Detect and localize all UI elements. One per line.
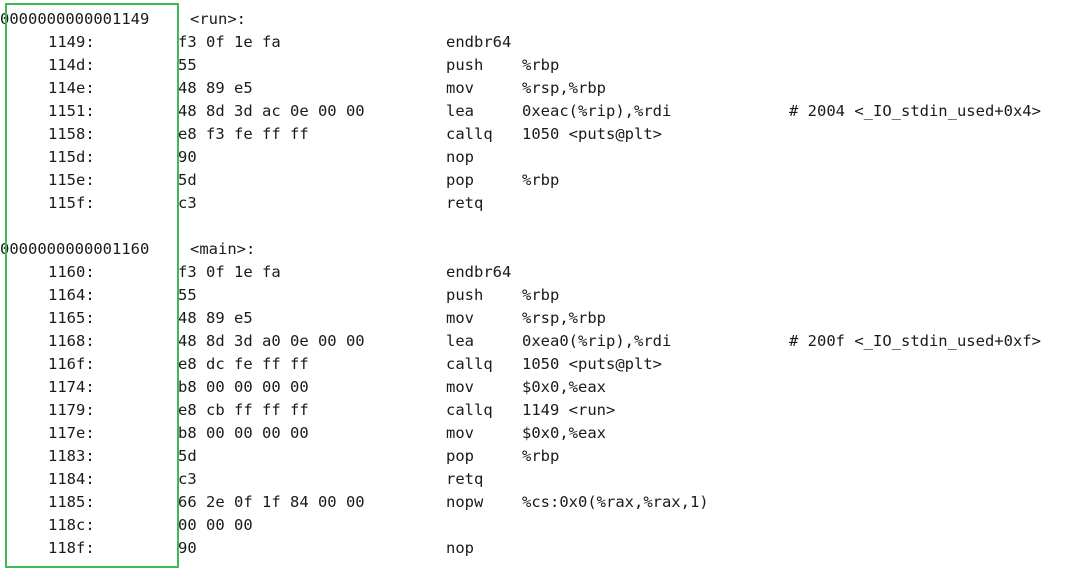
instruction-mnemonic: callq — [446, 125, 493, 143]
instruction-address: 1168: — [48, 332, 95, 350]
instruction-comment: # 200f <_IO_stdin_used+0xf> — [789, 332, 1041, 350]
instruction-mnemonic: lea — [446, 332, 474, 350]
instruction-mnemonic: push — [446, 56, 484, 74]
instruction-address: 1185: — [48, 493, 95, 511]
instruction-operands: %rbp — [522, 56, 560, 74]
instruction-mnemonic: pop — [446, 171, 474, 189]
instruction-address: 118f: — [48, 539, 95, 557]
instruction-mnemonic: endbr64 — [446, 263, 512, 281]
instruction-mnemonic: retq — [446, 470, 484, 488]
function-address: 0000000000001149 — [0, 10, 150, 28]
instruction-mnemonic: lea — [446, 102, 474, 120]
instruction-operands: %rbp — [522, 171, 560, 189]
instruction-bytes: b8 00 00 00 00 — [178, 424, 309, 442]
instruction-mnemonic: mov — [446, 309, 474, 327]
instruction-mnemonic: retq — [446, 194, 484, 212]
instruction-bytes: 5d — [178, 171, 197, 189]
instruction-operands: $0x0,%eax — [522, 424, 606, 442]
instruction-bytes: 55 — [178, 56, 197, 74]
instruction-mnemonic: mov — [446, 424, 474, 442]
instruction-address: 1165: — [48, 309, 95, 327]
instruction-bytes: b8 00 00 00 00 — [178, 378, 309, 396]
instruction-mnemonic: mov — [446, 378, 474, 396]
instruction-bytes: 48 89 e5 — [178, 309, 253, 327]
instruction-bytes: 90 — [178, 148, 197, 166]
instruction-mnemonic: callq — [446, 401, 493, 419]
instruction-bytes: f3 0f 1e fa — [178, 263, 281, 281]
instruction-mnemonic: nopw — [446, 493, 484, 511]
instruction-mnemonic: pop — [446, 447, 474, 465]
instruction-address: 1149: — [48, 33, 95, 51]
instruction-bytes: 66 2e 0f 1f 84 00 00 — [178, 493, 365, 511]
instruction-operands: 1149 <run> — [522, 401, 616, 419]
instruction-address: 117e: — [48, 424, 95, 442]
instruction-address: 115e: — [48, 171, 95, 189]
instruction-address: 115d: — [48, 148, 95, 166]
instruction-address: 118c: — [48, 516, 95, 534]
instruction-address: 115f: — [48, 194, 95, 212]
instruction-mnemonic: mov — [446, 79, 474, 97]
instruction-operands: %rsp,%rbp — [522, 79, 606, 97]
instruction-bytes: 90 — [178, 539, 197, 557]
instruction-bytes: c3 — [178, 194, 197, 212]
function-label: <run>: — [190, 10, 246, 28]
instruction-mnemonic: nop — [446, 148, 474, 166]
instruction-operands: 0xeac(%rip),%rdi — [522, 102, 672, 120]
instruction-operands: 1050 <puts@plt> — [522, 125, 662, 143]
instruction-address: 1174: — [48, 378, 95, 396]
instruction-bytes: f3 0f 1e fa — [178, 33, 281, 51]
function-label: <main>: — [190, 240, 256, 258]
instruction-mnemonic: endbr64 — [446, 33, 512, 51]
instruction-mnemonic: nop — [446, 539, 474, 557]
instruction-address: 1164: — [48, 286, 95, 304]
instruction-address: 114e: — [48, 79, 95, 97]
instruction-bytes: 48 89 e5 — [178, 79, 253, 97]
instruction-bytes: e8 dc fe ff ff — [178, 355, 309, 373]
instruction-address: 114d: — [48, 56, 95, 74]
instruction-bytes: c3 — [178, 470, 197, 488]
instruction-operands: %cs:0x0(%rax,%rax,1) — [522, 493, 709, 511]
instruction-operands: %rsp,%rbp — [522, 309, 606, 327]
function-address: 0000000000001160 — [0, 240, 150, 258]
instruction-operands: $0x0,%eax — [522, 378, 606, 396]
instruction-operands: 0xea0(%rip),%rdi — [522, 332, 672, 350]
instruction-address: 116f: — [48, 355, 95, 373]
instruction-operands: 1050 <puts@plt> — [522, 355, 662, 373]
instruction-bytes: e8 cb ff ff ff — [178, 401, 309, 419]
instruction-address: 1179: — [48, 401, 95, 419]
instruction-bytes: e8 f3 fe ff ff — [178, 125, 309, 143]
instruction-bytes: 48 8d 3d a0 0e 00 00 — [178, 332, 365, 350]
instruction-operands: %rbp — [522, 286, 560, 304]
instruction-address: 1160: — [48, 263, 95, 281]
instruction-address: 1151: — [48, 102, 95, 120]
instruction-operands: %rbp — [522, 447, 560, 465]
instruction-address: 1184: — [48, 470, 95, 488]
instruction-comment: # 2004 <_IO_stdin_used+0x4> — [789, 102, 1041, 120]
instruction-mnemonic: callq — [446, 355, 493, 373]
instruction-bytes: 55 — [178, 286, 197, 304]
instruction-mnemonic: push — [446, 286, 484, 304]
instruction-bytes: 00 00 00 — [178, 516, 253, 534]
instruction-address: 1158: — [48, 125, 95, 143]
instruction-bytes: 5d — [178, 447, 197, 465]
instruction-bytes: 48 8d 3d ac 0e 00 00 — [178, 102, 365, 120]
instruction-address: 1183: — [48, 447, 95, 465]
